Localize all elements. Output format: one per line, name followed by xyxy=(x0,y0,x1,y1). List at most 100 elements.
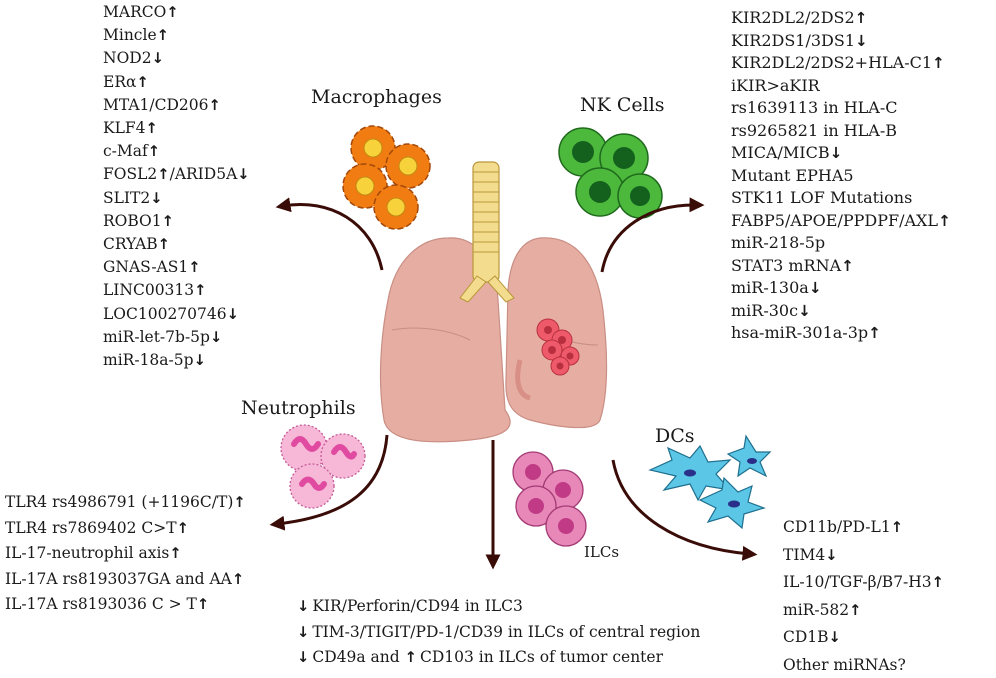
trend-up-icon: ↑ xyxy=(233,494,245,511)
macrophage-marker-item: MTA1/CD206↑ xyxy=(103,94,250,117)
marker-text: Other miRNAs? xyxy=(783,656,906,674)
marker-text: LOC100270746 xyxy=(103,305,227,323)
trend-up-icon: ↑ xyxy=(932,54,945,72)
macrophage-marker-item: GNAS-AS1↑ xyxy=(103,256,250,279)
neutrophils-illustration xyxy=(281,425,365,508)
ilcs-title: ILCs xyxy=(584,543,619,561)
marker-text: CD49a and xyxy=(312,648,399,666)
trend-up-icon: ↑ xyxy=(157,166,169,183)
dc-marker-item: IL-10/TGF-β/B7-H3↑ xyxy=(783,569,944,597)
trend-down-icon: ↓ xyxy=(798,302,811,320)
marker-text: ERα xyxy=(103,73,136,91)
macrophage-marker-item: LINC00313↑ xyxy=(103,279,250,302)
trend-down-icon: ↓ xyxy=(237,166,249,183)
nk-marker-item: rs9265821 in HLA-B xyxy=(731,120,951,143)
trend-up-icon: ↑ xyxy=(891,519,903,536)
arrow-to-macrophages xyxy=(283,204,382,270)
marker-text: IL-17A rs8193036 C > T xyxy=(5,595,197,613)
dcs-illustration xyxy=(650,436,770,528)
macrophage-marker-item: FOSL2↑/ARID5A↓ xyxy=(103,163,250,186)
trend-down-icon: ↓ xyxy=(297,598,309,615)
trend-down-icon: ↓ xyxy=(825,547,837,564)
marker-text: KIR2DS1/3DS1 xyxy=(731,31,855,50)
marker-text: FOSL2 xyxy=(103,165,157,183)
trend-up-icon: ↑ xyxy=(232,571,244,588)
marker-text: miR-218-5p xyxy=(731,233,825,252)
dc-marker-item: miR-582↑ xyxy=(783,597,944,625)
macrophage-marker-item: MARCO↑ xyxy=(103,1,250,24)
marker-text: iKIR>aKIR xyxy=(731,76,820,95)
trend-up-icon: ↑ xyxy=(169,545,181,562)
marker-text: TIM-3/TIGIT/PD-1/CD39 in ILCs of central… xyxy=(312,623,700,641)
marker-text: LINC00313 xyxy=(103,281,194,299)
marker-text: KLF4 xyxy=(103,119,146,137)
nk-marker-item: MICA/MICB↓ xyxy=(731,142,951,165)
marker-text: rs9265821 in HLA-B xyxy=(731,121,897,140)
ilcs-marker-list: ↓KIR/Perforin/CD94 in ILC3↓TIM-3/TIGIT/P… xyxy=(297,594,700,671)
marker-text: NOD2 xyxy=(103,49,152,67)
trend-down-icon: ↓ xyxy=(297,624,309,641)
nk-marker-item: FABP5/APOE/PPDPF/AXL↑ xyxy=(731,210,951,233)
dc-marker-item: TIM4↓ xyxy=(783,542,944,570)
marker-text: miR-130a xyxy=(731,278,809,297)
trend-down-icon: ↓ xyxy=(194,352,206,369)
trend-up-icon: ↑ xyxy=(162,213,174,230)
trend-up-icon: ↑ xyxy=(136,74,148,91)
trend-up-icon: ↑ xyxy=(146,120,158,137)
macrophage-marker-item: LOC100270746↓ xyxy=(103,303,250,326)
marker-text: STAT3 mRNA xyxy=(731,256,841,275)
marker-text: Mutant EPHA5 xyxy=(731,166,854,185)
nk-marker-item: KIR2DS1/3DS1↓ xyxy=(731,30,951,53)
trend-down-icon: ↓ xyxy=(152,50,164,67)
trend-up-icon: ↑ xyxy=(158,236,170,253)
trend-up-icon: ↑ xyxy=(188,259,200,276)
marker-text: CD1B xyxy=(783,628,829,646)
trend-up-icon: ↑ xyxy=(868,324,881,342)
nk-marker-item: STK11 LOF Mutations xyxy=(731,187,951,210)
macrophage-marker-item: CRYAB↑ xyxy=(103,233,250,256)
nk-marker-item: Mutant EPHA5 xyxy=(731,165,951,188)
neutrophil-marker-item: IL-17-neutrophil axis↑ xyxy=(5,541,246,567)
nk-cells-title: NK Cells xyxy=(580,94,665,116)
trend-up-icon: ↑ xyxy=(148,143,160,160)
marker-text: TLR4 rs7869402 C>T xyxy=(5,519,177,537)
dc-marker-item: Other miRNAs? xyxy=(783,652,944,678)
macrophage-marker-item: NOD2↓ xyxy=(103,47,250,70)
ilc-marker-item: ↓CD49a and ↑CD103 in ILCs of tumor cente… xyxy=(297,645,700,671)
macrophages-title: Macrophages xyxy=(311,86,442,108)
neutrophil-marker-item: IL-17A rs8193036 C > T↑ xyxy=(5,592,246,618)
ilcs-illustration xyxy=(513,452,586,546)
trend-down-icon: ↓ xyxy=(150,190,162,207)
dc-marker-item: CD1B↓ xyxy=(783,624,944,652)
marker-text: Mincle xyxy=(103,26,157,44)
trend-up-icon: ↑ xyxy=(166,4,178,21)
nk-marker-item: KIR2DL2/2DS2+HLA-C1↑ xyxy=(731,52,951,75)
macrophage-marker-item: ERα↑ xyxy=(103,71,250,94)
nk-marker-item: KIR2DL2/2DS2↑ xyxy=(731,7,951,30)
macrophage-marker-item: KLF4↑ xyxy=(103,117,250,140)
macrophage-marker-item: ROBO1↑ xyxy=(103,210,250,233)
macrophage-marker-item: miR-18a-5p↓ xyxy=(103,349,250,372)
macrophage-marker-item: miR-let-7b-5p↓ xyxy=(103,326,250,349)
neutrophil-marker-item: IL-17A rs8193037GA and AA↑ xyxy=(5,567,246,593)
trend-up-icon: ↑ xyxy=(405,649,417,666)
marker-text: rs1639113 in HLA-C xyxy=(731,98,898,117)
marker-text: STK11 LOF Mutations xyxy=(731,188,912,207)
nk-marker-item: miR-130a↓ xyxy=(731,277,951,300)
neutrophils-title: Neutrophils xyxy=(241,397,356,419)
nk-marker-item: iKIR>aKIR xyxy=(731,75,951,98)
marker-text: miR-30c xyxy=(731,301,798,320)
marker-text: miR-18a-5p xyxy=(103,351,194,369)
marker-text: MICA/MICB xyxy=(731,143,830,162)
nk-cells-illustration xyxy=(559,128,662,218)
nk-marker-item: miR-218-5p xyxy=(731,232,951,255)
marker-text: IL-17-neutrophil axis xyxy=(5,544,169,562)
neutrophil-marker-item: TLR4 rs7869402 C>T↑ xyxy=(5,516,246,542)
dcs-marker-list: CD11b/PD-L1↑TIM4↓IL-10/TGF-β/B7-H3↑miR-5… xyxy=(783,514,944,678)
marker-text: IL-10/TGF-β/B7-H3 xyxy=(783,573,932,591)
trend-down-icon: ↓ xyxy=(829,629,841,646)
marker-text: KIR2DL2/2DS2+HLA-C1 xyxy=(731,53,932,72)
macrophage-marker-item: c-Maf↑ xyxy=(103,140,250,163)
marker-text: ROBO1 xyxy=(103,212,162,230)
trend-up-icon: ↑ xyxy=(855,9,868,27)
